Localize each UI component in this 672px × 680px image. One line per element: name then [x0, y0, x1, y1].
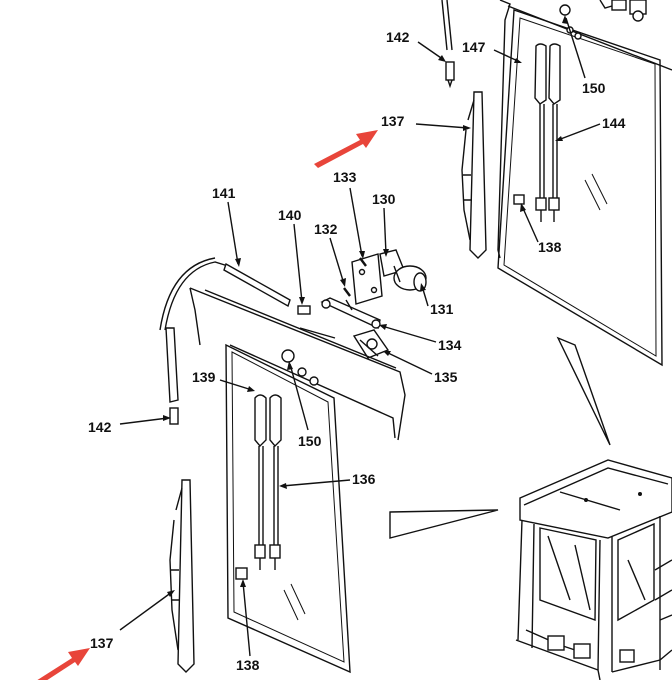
cab-roof: [519, 459, 672, 539]
upper-clip-138: [513, 194, 525, 205]
screw-133: [359, 257, 367, 267]
bolt-132: [343, 287, 351, 297]
label-138-top: 138: [538, 239, 562, 255]
linkage-arm-134: [320, 297, 381, 329]
cab-base-box-1: [547, 635, 565, 651]
cab-pillar-left: [517, 519, 535, 649]
header-hole-1: [297, 367, 307, 377]
lower-glass-reflection: [283, 583, 306, 621]
connector-140: [297, 305, 311, 315]
cab-roof-bolt: [584, 498, 588, 502]
upper-washer-hose-edge: [441, 0, 448, 51]
wiper-motor-130: [379, 249, 427, 292]
header-hole-2: [309, 376, 319, 386]
cab-window-struts: [547, 535, 591, 611]
upper-glass-reflection: [584, 173, 608, 211]
upper-hole-2: [574, 32, 582, 40]
callout-wedge-upper: [556, 336, 611, 446]
label-131: 131: [430, 301, 454, 317]
upper-window-glass: [503, 17, 657, 357]
lower-clip-138: [235, 567, 248, 580]
cab-base-box-3: [619, 649, 635, 663]
wiper-motor-cluster: [320, 249, 427, 359]
cab-window-side-strut: [627, 559, 646, 601]
cab-window-front: [539, 527, 597, 621]
upper-nozzle-142: [445, 61, 455, 81]
upper-frame-top: [507, 5, 672, 71]
pivot-assembly-135: [352, 329, 390, 359]
label-133: 133: [333, 169, 357, 185]
label-144: 144: [602, 115, 626, 131]
upper-window-frame: [497, 9, 663, 367]
label-138-bottom: 138: [236, 657, 260, 673]
cab-roof-rib: [559, 491, 621, 511]
label-142-top: 142: [386, 29, 410, 45]
header-panel-left: [189, 287, 201, 346]
part-labels: 142 147 150 137 144 133 130 141 140 132 …: [88, 29, 626, 673]
label-142-bottom: 142: [88, 419, 112, 435]
label-134: 134: [438, 337, 462, 353]
label-132: 132: [314, 221, 338, 237]
lower-wiper-blade-137: [169, 479, 195, 673]
header-panel-rib: [299, 327, 336, 339]
cab-base-box-2: [573, 643, 591, 659]
label-135: 135: [434, 369, 458, 385]
upper-frame-edge: [497, 0, 511, 259]
upper-pivot-nut: [559, 4, 571, 16]
red-arrow-upper: [314, 130, 378, 168]
hose-vertical: [165, 327, 179, 403]
lower-window-glass: [231, 351, 345, 663]
plate-hole-b: [370, 286, 378, 294]
upper-washer-hose: [446, 0, 453, 51]
label-147: 147: [462, 39, 486, 55]
motor-mount-plate-133: [351, 253, 383, 305]
cab-rear-detail: [654, 559, 672, 621]
label-136: 136: [352, 471, 376, 487]
label-137-bottom: 137: [90, 635, 114, 651]
hose-loop-top-edge: [159, 257, 216, 331]
label-130: 130: [372, 191, 396, 207]
cab-window-side: [617, 522, 655, 622]
upper-top-hardware: [599, 0, 647, 22]
lower-window-assembly: [169, 287, 406, 674]
cab-roof-bolt-2: [638, 492, 642, 496]
header-panel-bottom: [229, 344, 396, 439]
lower-wiper-arm-136: [254, 394, 282, 570]
cab-base: [515, 639, 672, 680]
upper-wiper-arm-144: [534, 43, 561, 222]
header-panel-top-edge: [204, 289, 397, 369]
label-150-bottom: 150: [298, 433, 322, 449]
red-arrow-lower: [37, 648, 90, 680]
lower-pivot-nut: [281, 349, 295, 363]
hose-141: [223, 262, 291, 308]
label-140: 140: [278, 207, 302, 223]
leader-lines: [119, 15, 601, 657]
label-137-top: 137: [381, 113, 405, 129]
washer-hose-lower: [159, 257, 311, 425]
label-150-top: 150: [582, 80, 606, 96]
lower-nozzle-142: [169, 407, 179, 425]
upper-window-assembly: [441, 0, 672, 367]
lower-window-frame: [225, 343, 351, 674]
callout-wedge-lower: [389, 509, 499, 539]
cab-pillar-center: [597, 536, 613, 672]
cab-overview: [389, 336, 672, 680]
upper-wiper-blade-137: [461, 91, 487, 259]
label-139: 139: [192, 369, 216, 385]
label-141: 141: [212, 185, 236, 201]
cab-roof-edge: [523, 467, 669, 506]
hose-loop-top: [164, 261, 229, 331]
header-panel-front: [189, 287, 406, 441]
upper-nozzle-tip: [447, 79, 453, 89]
plate-hole-a: [358, 268, 366, 276]
